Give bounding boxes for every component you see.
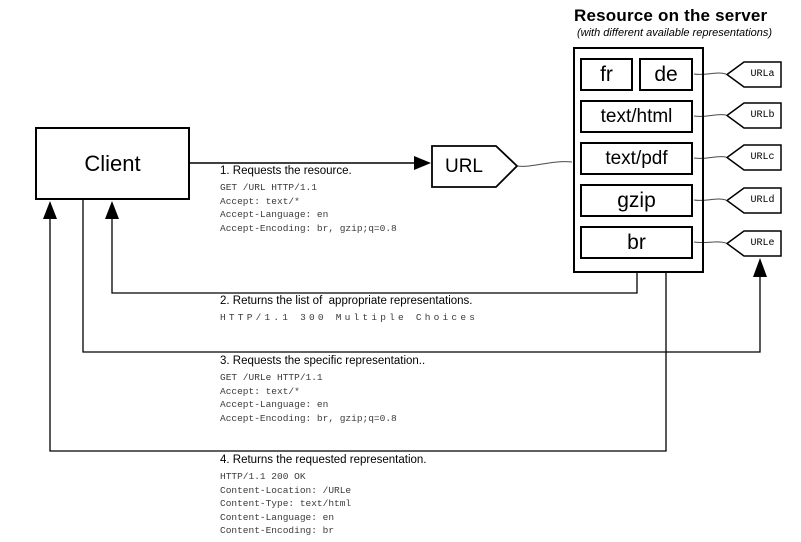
url-tag-e: URLe — [750, 238, 775, 249]
url-tag-c: URLc — [750, 152, 775, 163]
url-tag-a-shape — [725, 61, 782, 88]
rep-de: de — [639, 58, 693, 91]
connector-gzip-urld — [693, 198, 727, 201]
connector-pdf-urlc — [693, 156, 727, 159]
url-pentagon-shape — [431, 145, 519, 188]
rep-br: br — [580, 226, 693, 259]
connector-url-to-server — [516, 161, 573, 167]
message-line: Accept-Language: en — [220, 399, 329, 410]
message-heading: 1. Requests the resource. — [220, 165, 352, 177]
client-node: Client — [35, 127, 190, 200]
rep-fr: fr — [580, 58, 633, 91]
connector-de-urla — [693, 72, 727, 75]
rep-gzip: gzip — [580, 184, 693, 217]
message-4: 4. Returns the requested representation.… — [220, 454, 427, 538]
url-tag-b: URLb — [750, 110, 775, 121]
rep-label: fr — [600, 62, 613, 86]
url-node: URL — [432, 146, 496, 187]
connector-html-urlb — [693, 114, 727, 117]
message-line: Accept: text/* — [220, 195, 300, 207]
message-1: 1. Requests the resource. GET /URL HTTP/… — [220, 165, 397, 235]
message-line: Accept-Language: en — [220, 209, 329, 220]
rep-label: text/html — [600, 105, 673, 127]
url-tag-d: URLd — [750, 195, 775, 206]
rep-text-html: text/html — [580, 100, 693, 133]
message-line: Content-Location: /URLe — [220, 484, 352, 496]
diagram-subtitle: (with different available representation… — [577, 27, 773, 39]
diagram-title: Resource on the server — [574, 6, 768, 25]
message-line: HTTP/1.1 300 Multiple Choices — [220, 312, 479, 323]
url-tag-a: URLa — [750, 69, 775, 80]
message-line: Accept: text/* — [220, 385, 300, 397]
message-line: Content-Language: en — [220, 511, 335, 523]
arrowhead-up-icon — [753, 258, 767, 277]
connector-br-urle — [693, 241, 727, 244]
rep-text-pdf: text/pdf — [580, 142, 693, 175]
arrow-request-resource — [190, 156, 431, 170]
message-line: GET /URL HTTP/1.1 — [220, 182, 317, 193]
message-line: Content-Encoding: br — [220, 525, 335, 536]
arrowhead-up-icon — [105, 201, 119, 219]
url-tag-c-shape — [725, 144, 782, 171]
url-node-label: URL — [444, 155, 483, 177]
arrowhead-right-icon — [414, 156, 431, 170]
url-tag-d-shape — [725, 187, 782, 214]
message-line: HTTP/1.1 200 OK — [220, 471, 306, 482]
message-heading: 2. Returns the list of appropriate repre… — [220, 295, 473, 307]
rep-label: de — [654, 62, 678, 86]
rep-label: text/pdf — [605, 147, 668, 169]
rep-label: gzip — [617, 188, 656, 212]
message-line: GET /URLe HTTP/1.1 — [220, 372, 323, 383]
url-tag-e-shape — [725, 230, 782, 257]
message-heading: 3. Requests the specific representation.… — [220, 355, 426, 367]
rep-label: br — [627, 230, 646, 254]
message-line: Accept-Encoding: br, gzip;q=0.8 — [220, 412, 397, 424]
arrow-request-representation — [82, 200, 767, 353]
server-box — [573, 47, 704, 273]
client-label: Client — [84, 150, 141, 176]
arrowhead-up-icon — [43, 201, 57, 219]
arrow-return-list — [105, 201, 638, 294]
url-tag-b-shape — [725, 102, 782, 129]
message-3: 3. Requests the specific representation.… — [220, 355, 425, 425]
message-heading: 4. Returns the requested representation. — [220, 454, 427, 466]
message-2: 2. Returns the list of appropriate repre… — [220, 295, 478, 325]
message-line: Content-Type: text/html — [220, 498, 352, 509]
arrow-return-representation — [43, 201, 667, 452]
message-line: Accept-Encoding: br, gzip;q=0.8 — [220, 222, 397, 234]
